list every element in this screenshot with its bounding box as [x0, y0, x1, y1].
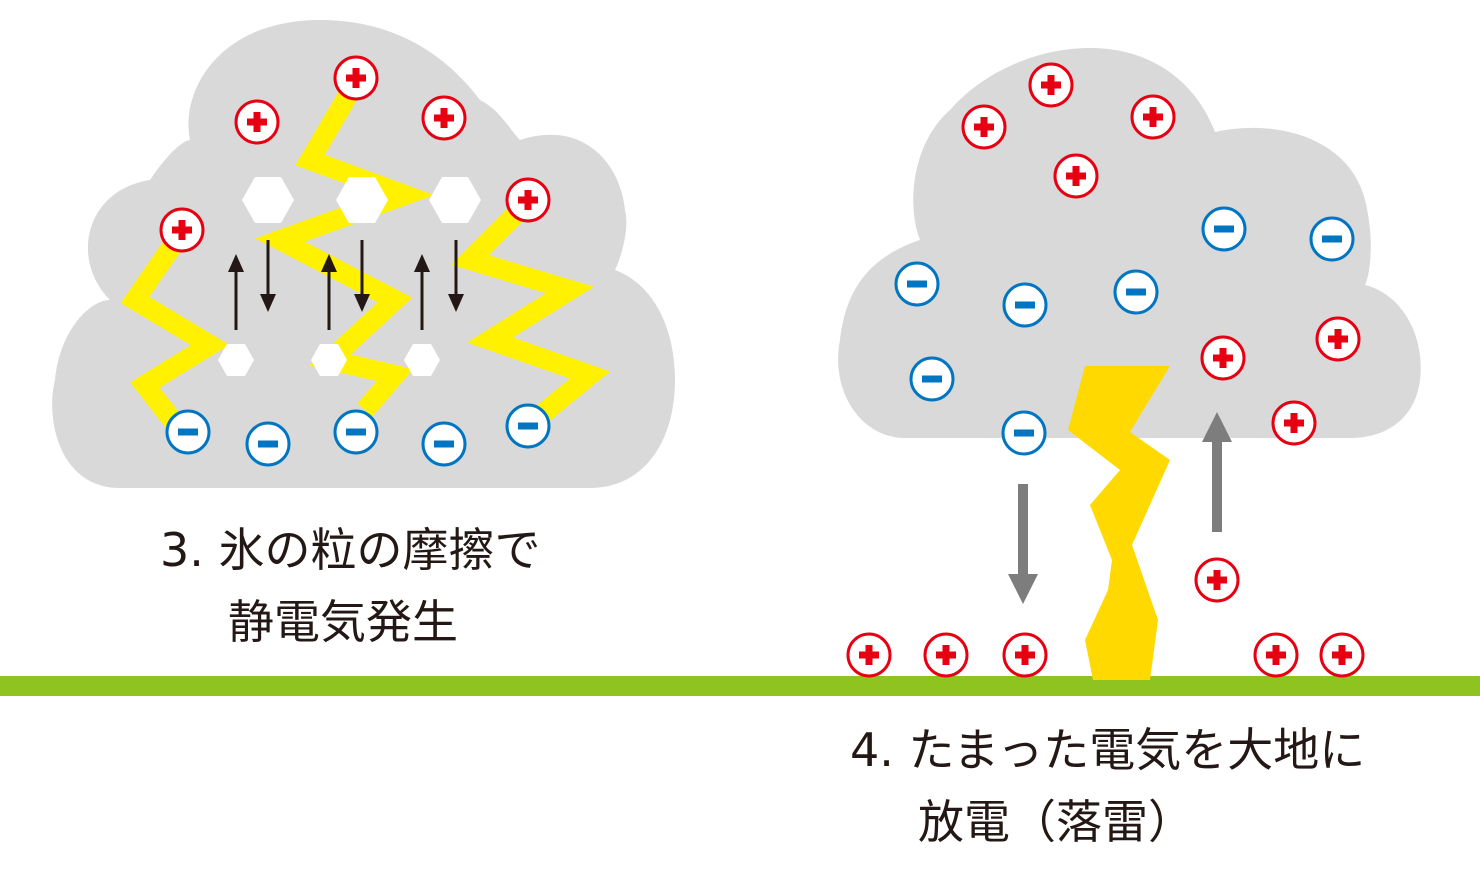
negative-charge-icon — [1309, 216, 1355, 262]
negative-charge-icon — [165, 409, 211, 455]
panel4-caption-line2: 放電（落雷） — [918, 795, 1194, 849]
positive-charge-icon — [505, 177, 551, 223]
arrow-down-icon — [1008, 484, 1038, 604]
panel4-flow-arrows — [1008, 412, 1232, 604]
positive-charge-icon — [421, 95, 467, 141]
negative-charge-icon — [245, 421, 291, 467]
panel3-friction-arrows — [228, 240, 464, 330]
ice-crystal — [336, 177, 388, 223]
negative-charge-icon — [1201, 206, 1247, 252]
arrow-up-icon — [1202, 412, 1232, 532]
arrow-up-icon — [228, 254, 244, 330]
positive-charge-icon — [846, 632, 892, 678]
negative-charge-icon — [333, 409, 379, 455]
lightning-streak-3 — [451, 194, 611, 428]
ground-line — [0, 676, 1480, 696]
arrow-down-icon — [448, 240, 464, 312]
positive-charge-icon — [1130, 94, 1176, 140]
panel3-cloud — [52, 20, 676, 488]
panel4-ground-group — [0, 676, 1480, 696]
positive-charge-icon — [333, 55, 379, 101]
panel4-caption-line1: 4. たまった電気を大地に — [850, 723, 1366, 777]
arrow-up-icon — [414, 254, 430, 330]
positive-charge-icon — [1271, 400, 1317, 446]
panel3-caption-line1: 3. 氷の粒の摩擦で — [160, 523, 541, 577]
positive-charge-icon — [961, 104, 1007, 150]
negative-charge-icon — [421, 421, 467, 467]
positive-charge-icon — [1002, 632, 1048, 678]
positive-charge-icon — [234, 99, 280, 145]
negative-charge-icon — [1001, 410, 1047, 456]
arrow-down-icon — [354, 240, 370, 312]
positive-charge-icon — [1319, 632, 1365, 678]
negative-charge-icon — [909, 356, 955, 402]
positive-charge-icon — [1315, 316, 1361, 362]
negative-charge-icon — [505, 403, 551, 449]
positive-charge-icon — [1028, 62, 1074, 108]
ice-crystal — [311, 344, 347, 376]
panel3-lightning — [120, 76, 611, 437]
arrow-up-icon — [321, 254, 337, 330]
ice-crystal — [429, 177, 481, 223]
panel3-cloud-group — [52, 20, 676, 488]
positive-charge-icon — [1253, 632, 1299, 678]
positive-charge-icon — [1200, 335, 1246, 381]
lightning-streak-1 — [120, 226, 230, 437]
positive-charge-icon — [923, 632, 969, 678]
positive-charge-icon — [159, 207, 205, 253]
panel3-ice-particles — [218, 177, 481, 376]
panel3-caption-line2: 静電気発生 — [228, 595, 458, 649]
negative-charge-icon — [1113, 269, 1159, 315]
positive-charge-icon — [1194, 557, 1240, 603]
ice-crystal — [242, 177, 294, 223]
panel4-lightning-bolt — [1068, 366, 1170, 680]
negative-charge-icon — [894, 261, 940, 307]
arrow-down-icon — [260, 240, 276, 312]
ice-crystal — [218, 344, 254, 376]
lightning-bolt-icon — [1068, 366, 1170, 680]
positive-charge-icon — [1053, 153, 1099, 199]
ice-crystal — [404, 344, 440, 376]
negative-charge-icon — [1002, 282, 1048, 328]
lightning-streak-2 — [255, 76, 435, 417]
